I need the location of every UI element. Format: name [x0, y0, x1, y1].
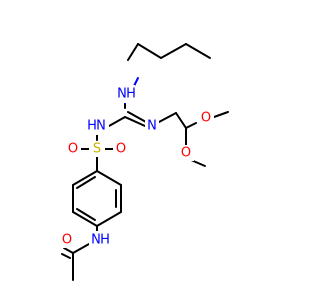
- atom-o-sulfonyl-left: O: [65, 141, 81, 157]
- atom-nh-amide: N H: [89, 231, 110, 249]
- atom-bg: [89, 141, 105, 157]
- molecule-structure: N H H N N O O S: [59, 43, 229, 281]
- atom-s-sulfonyl: S: [89, 141, 105, 157]
- bond-ch-o1: [185, 122, 197, 129]
- atom-bg: [145, 118, 159, 134]
- atom-symbol: O: [201, 111, 211, 126]
- atom-symbol: O: [116, 142, 126, 157]
- bond-butyl-1: [137, 43, 162, 59]
- atom-labels: N H H N N O O S: [59, 85, 214, 249]
- bond-ring-4: [72, 211, 98, 227]
- atom-symbol: O: [181, 146, 191, 161]
- bond-ch2-ch: [175, 112, 187, 129]
- atom-bg: [117, 85, 135, 103]
- bond-butyl-n: [127, 43, 139, 61]
- atom-o-sulfonyl-right: O: [113, 141, 129, 157]
- bond-n-ch2: [158, 112, 177, 123]
- atom-h: H: [87, 119, 97, 134]
- bond-ring-inner-2: [76, 208, 96, 221]
- atom-symbol: N: [117, 87, 127, 102]
- atom-o-methoxy-1: O: [198, 110, 214, 126]
- bond-ring-6: [72, 170, 98, 186]
- atom-bg: [113, 141, 129, 157]
- atom-bg: [89, 231, 107, 249]
- atom-h: H: [126, 87, 136, 102]
- bond-co-o-a: [63, 247, 74, 254]
- bond-ring-1: [96, 170, 122, 186]
- atom-bg: [85, 117, 109, 135]
- bond-o1-me: [213, 111, 229, 118]
- atom-symbol: N: [91, 233, 101, 248]
- atom-h: H: [100, 233, 110, 248]
- bond-cguan-nh: [108, 116, 126, 127]
- bonds: [61, 43, 229, 281]
- atom-bg: [178, 145, 194, 161]
- atom-symbol: N: [147, 119, 157, 134]
- bond-c-nbutyl: [133, 77, 139, 87]
- bond-cguan-n-b: [127, 111, 147, 123]
- bond-ring-3: [96, 211, 122, 227]
- bond-cguan-n-a: [124, 116, 146, 127]
- atom-symbol: O: [62, 233, 72, 248]
- atom-o-carbonyl: O: [59, 232, 75, 248]
- atom-bg: [65, 141, 81, 157]
- atom-nh-sulfonyl: H N: [85, 117, 109, 135]
- atom-n-imine: N: [145, 118, 159, 134]
- atom-symbol: O: [68, 142, 78, 157]
- bond-nh-co: [72, 243, 90, 254]
- atom-nh-butyl: N H: [117, 85, 136, 103]
- atom-o-methoxy-2: O: [178, 145, 194, 161]
- atom-symbol: N: [96, 119, 106, 134]
- molecule-canvas: N H H N N O O S: [59, 43, 229, 281]
- bond-butyl-3: [185, 43, 211, 59]
- bond-ring-inner-3: [76, 176, 96, 189]
- bond-butyl-2: [160, 43, 187, 59]
- bond-co-o-b: [61, 253, 71, 259]
- atom-bg: [59, 232, 75, 248]
- atom-symbol: S: [93, 142, 101, 157]
- atom-bg: [198, 110, 214, 126]
